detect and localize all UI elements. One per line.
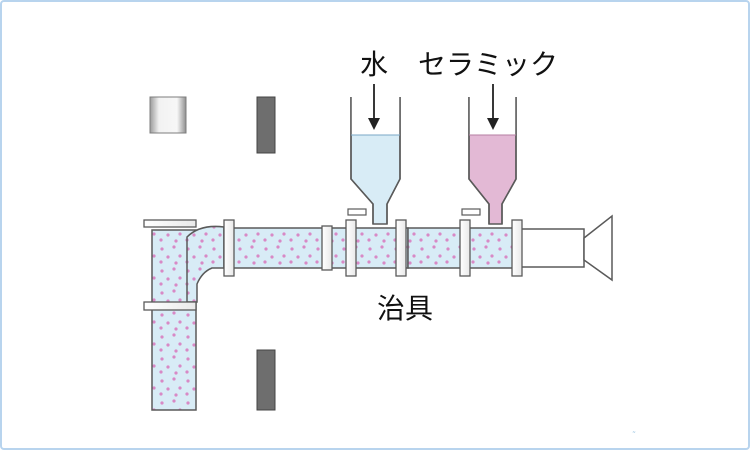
horizontal-pipe-segment-1 (223, 227, 325, 269)
elbow-connector (186, 225, 225, 303)
small-mark: ˷ (632, 424, 636, 433)
silver-block (149, 96, 187, 134)
pipe-flange (321, 225, 333, 271)
outlet-funnel (583, 214, 613, 282)
dark-block-bottom (256, 349, 276, 411)
outlet-pipe (517, 228, 585, 268)
pipe-flange (459, 219, 471, 277)
horizontal-pipe-segment-2 (323, 227, 409, 269)
jig-tab (347, 208, 367, 216)
jig-tab (461, 208, 481, 216)
down-arrow-icon (487, 84, 499, 130)
vertical-pipe-top-flange (143, 219, 197, 228)
pipe-flange (223, 219, 235, 277)
jig-label: 治具 (377, 292, 433, 325)
down-arrow-icon (368, 84, 380, 130)
ceramic-hopper-outline (468, 97, 517, 224)
water-hopper-empty (351, 97, 400, 135)
pipe-flange (511, 219, 523, 277)
pipe-flange (345, 219, 357, 277)
water-hopper-outline (350, 97, 401, 224)
water-label: 水 (360, 48, 388, 81)
vertical-pipe-mid-flange (143, 301, 197, 311)
pipe-flange (395, 219, 407, 277)
dark-block-top (256, 96, 276, 154)
ceramic-label: セラミック (418, 48, 558, 81)
